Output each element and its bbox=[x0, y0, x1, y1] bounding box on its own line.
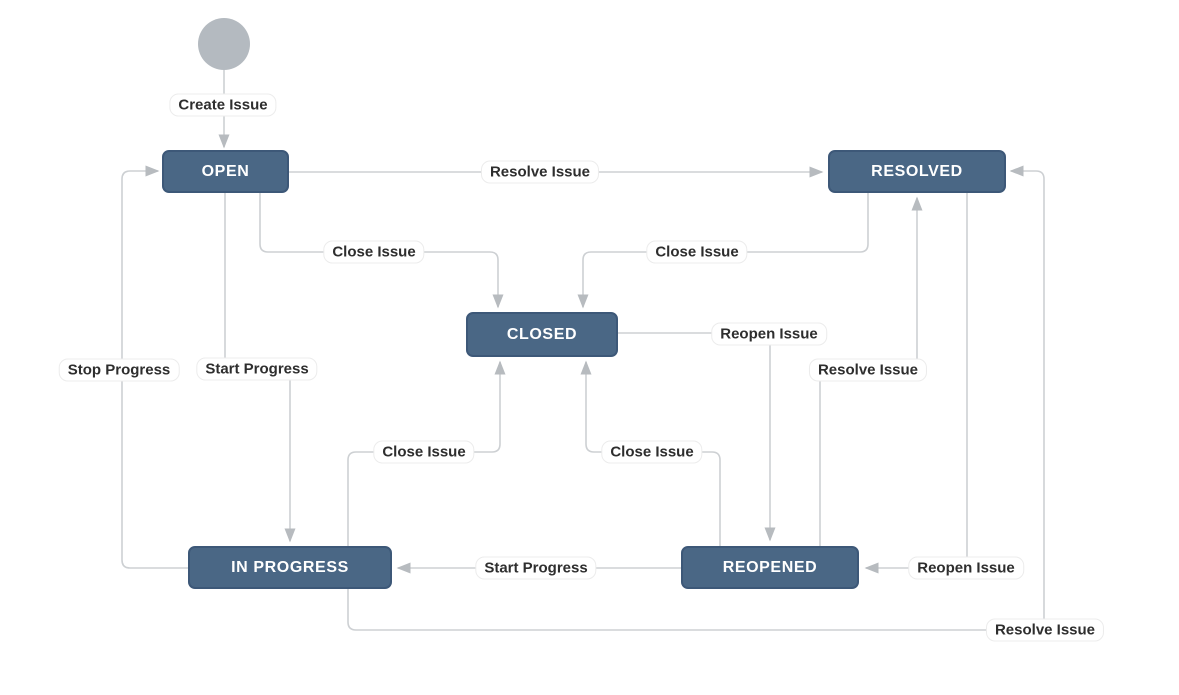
transition-label-resolve-issue-bottom[interactable]: Resolve Issue bbox=[985, 618, 1105, 642]
transition-label-start-progress-from-reopened[interactable]: Start Progress bbox=[475, 556, 597, 580]
transition-label-close-issue-from-resolved[interactable]: Close Issue bbox=[646, 240, 748, 264]
state-label: CLOSED bbox=[506, 325, 578, 343]
state-in-progress[interactable]: IN PROGRESS bbox=[188, 546, 392, 589]
state-open[interactable]: OPEN bbox=[162, 150, 289, 193]
state-reopened[interactable]: REOPENED bbox=[681, 546, 859, 589]
edge-reopen-issue-from-closed bbox=[618, 332, 776, 542]
state-resolved[interactable]: RESOLVED bbox=[828, 150, 1006, 193]
transition-label-resolve-issue-from-reopened[interactable]: Resolve Issue bbox=[808, 358, 928, 382]
transition-label-close-issue-from-in-progress[interactable]: Close Issue bbox=[373, 440, 475, 464]
transition-label-close-issue-from-open[interactable]: Close Issue bbox=[323, 240, 425, 264]
transition-label-close-issue-from-reopened[interactable]: Close Issue bbox=[601, 440, 703, 464]
state-closed[interactable]: CLOSED bbox=[466, 312, 618, 357]
transition-label-reopen-issue-from-closed[interactable]: Reopen Issue bbox=[711, 322, 827, 346]
state-label: OPEN bbox=[201, 162, 250, 180]
transition-label-stop-progress[interactable]: Stop Progress bbox=[58, 358, 180, 382]
transition-label-start-progress-from-open[interactable]: Start Progress bbox=[196, 357, 318, 381]
state-label: REOPENED bbox=[722, 558, 818, 576]
transition-label-resolve-issue-top[interactable]: Resolve Issue bbox=[480, 160, 600, 184]
transition-label-reopen-issue-from-resolved[interactable]: Reopen Issue bbox=[908, 556, 1024, 580]
start-node-circle[interactable] bbox=[198, 18, 250, 70]
state-label: RESOLVED bbox=[871, 162, 963, 180]
transition-label-create-issue[interactable]: Create Issue bbox=[169, 93, 277, 117]
state-label: IN PROGRESS bbox=[231, 558, 349, 576]
